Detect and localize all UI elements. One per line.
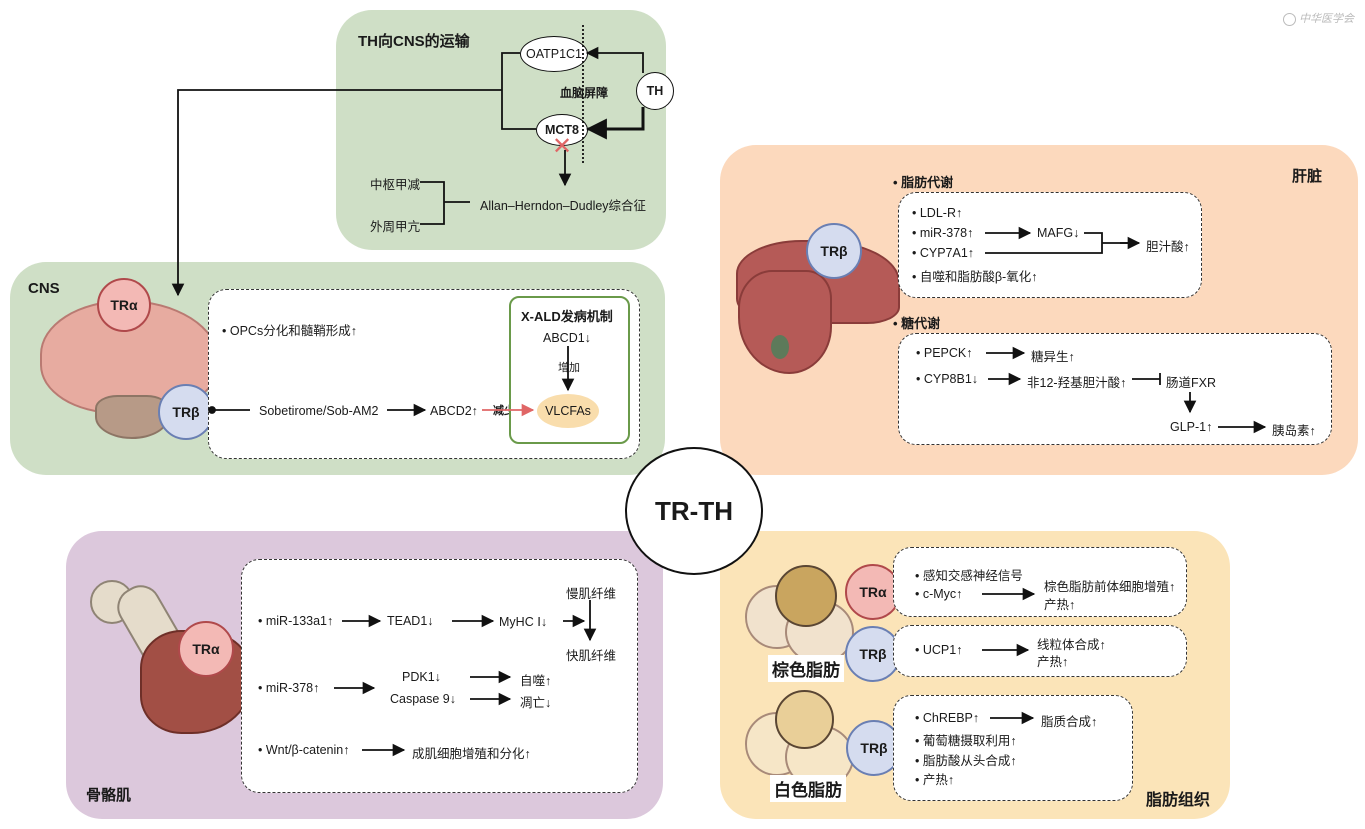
thermo-brown-trb-label: 产热↑ bbox=[1037, 655, 1069, 669]
brown-fat-label: 棕色脂肪 bbox=[768, 655, 844, 682]
glucose-heading: • 糖代谢 bbox=[893, 316, 941, 331]
caspase9-label: Caspase 9↓ bbox=[390, 692, 457, 706]
adipose-title: 脂肪组织 bbox=[1146, 792, 1211, 809]
mafg-label: MAFG↓ bbox=[1037, 226, 1080, 240]
fast-fiber-label: 快肌纤维 bbox=[566, 649, 617, 663]
brown-fat-cell-icon bbox=[745, 565, 855, 665]
mir133-item: • miR-133a1↑ bbox=[258, 614, 334, 628]
abcd1-label: ABCD1↓ bbox=[543, 331, 591, 345]
thermo-white-item: • 产热↑ bbox=[915, 773, 955, 787]
oatp1c1-node: OATP1C1 bbox=[520, 36, 588, 72]
watermark: 中华医学会 bbox=[1283, 10, 1354, 26]
vlcfa-node: VLCFAs bbox=[537, 394, 599, 428]
tead1-label: TEAD1↓ bbox=[387, 614, 434, 628]
bbb-label: 血脑屏障 bbox=[560, 86, 609, 100]
blocked-x-icon: ✕ bbox=[552, 133, 573, 160]
abcd2-label: ABCD2↑ bbox=[430, 404, 478, 418]
pdk1-label: PDK1↓ bbox=[402, 670, 441, 684]
wnt-item: • Wnt/β-catenin↑ bbox=[258, 743, 350, 757]
gluconeo-label: 糖异生↑ bbox=[1031, 350, 1075, 364]
thermo-brown-tra-label: 产热↑ bbox=[1044, 598, 1076, 612]
th-node: TH bbox=[636, 72, 674, 110]
mir378-muscle-item: • miR-378↑ bbox=[258, 681, 320, 695]
muscle-bone-icon bbox=[80, 578, 255, 740]
cns-tra-badge: TRα bbox=[97, 278, 151, 332]
mito-label: 线粒体合成↑ bbox=[1037, 638, 1106, 652]
brown-trb-box bbox=[893, 625, 1187, 677]
slow-fiber-label: 慢肌纤维 bbox=[566, 587, 617, 601]
opc-item: • OPCs分化和髓鞘形成↑ bbox=[222, 324, 357, 338]
myhc-label: MyHC Ⅰ↓ bbox=[499, 615, 548, 629]
watermark-logo-icon bbox=[1283, 12, 1296, 26]
insulin-label: 胰岛素↑ bbox=[1272, 424, 1316, 438]
center-tr-th-node: TR-TH bbox=[625, 447, 763, 575]
bile-acid-label: 胆汁酸↑ bbox=[1146, 240, 1190, 254]
lipid-heading: • 脂肪代谢 bbox=[893, 175, 954, 190]
increase-label: 增加 bbox=[558, 359, 580, 375]
peripheral-hyperthyroid-label: 外周甲亢 bbox=[370, 220, 421, 234]
central-hypothyroid-label: 中枢甲减 bbox=[370, 178, 421, 192]
glucose-uptake-item: • 葡萄糖摄取利用↑ bbox=[915, 734, 1017, 748]
white-effects-box bbox=[893, 695, 1133, 801]
brown-tra-badge: TRα bbox=[845, 564, 901, 620]
fxr-label: 肠道FXR bbox=[1166, 376, 1217, 390]
transport-title: TH向CNS的运输 bbox=[358, 33, 470, 50]
cyp7a1-item: • CYP7A1↑ bbox=[912, 246, 975, 260]
apoptosis-label: 凋亡↓ bbox=[520, 696, 552, 710]
precursor-label: 棕色脂肪前体细胞增殖↑ bbox=[1044, 580, 1176, 594]
muscle-tra-badge: TRα bbox=[178, 621, 234, 677]
non12-label: 非12-羟基胆汁酸↑ bbox=[1027, 376, 1127, 390]
pepck-item: • PEPCK↑ bbox=[916, 346, 973, 360]
cns-title: CNS bbox=[28, 280, 60, 297]
lipogenesis-label: 脂质合成↑ bbox=[1041, 715, 1098, 729]
ahds-label: Allan–Herndon–Dudley综合征 bbox=[480, 199, 647, 213]
cmyc-item: • c-Myc↑ bbox=[915, 587, 963, 601]
cns-trb-badge: TRβ bbox=[158, 384, 214, 440]
myoblast-label: 成肌细胞增殖和分化↑ bbox=[412, 747, 531, 761]
xald-title: X-ALD发病机制 bbox=[521, 309, 613, 324]
liver-trb-badge: TRβ bbox=[806, 223, 862, 279]
autophagy-muscle-label: 自噬↑ bbox=[520, 674, 552, 688]
ucp1-item: • UCP1↑ bbox=[915, 643, 963, 657]
denovo-item: • 脂肪酸从头合成↑ bbox=[915, 754, 1017, 768]
mct8-node: MCT8 bbox=[536, 114, 588, 146]
cyp8b1-item: • CYP8B1↓ bbox=[916, 372, 979, 386]
white-fat-label: 白色脂肪 bbox=[770, 775, 846, 802]
ldlr-item: • LDL-R↑ bbox=[912, 206, 963, 220]
muscle-title: 骨骼肌 bbox=[86, 787, 132, 804]
brown-trb-badge: TRβ bbox=[845, 626, 901, 682]
liver-icon bbox=[736, 240, 900, 374]
chrebp-item: • ChREBP↑ bbox=[915, 711, 980, 725]
autophagy-liver-item: • 自噬和脂肪酸β-氧化↑ bbox=[912, 270, 1038, 284]
sobetirome-label: Sobetirome/Sob-AM2 bbox=[259, 404, 379, 418]
sympathetic-item: • 感知交感神经信号 bbox=[915, 569, 1023, 583]
brown-tra-box bbox=[893, 547, 1187, 617]
mir378-liver-item: • miR-378↑ bbox=[912, 226, 974, 240]
liver-title: 肝脏 bbox=[1292, 168, 1323, 185]
muscle-effects-box bbox=[241, 559, 638, 793]
glp1-label: GLP-1↑ bbox=[1170, 420, 1213, 434]
